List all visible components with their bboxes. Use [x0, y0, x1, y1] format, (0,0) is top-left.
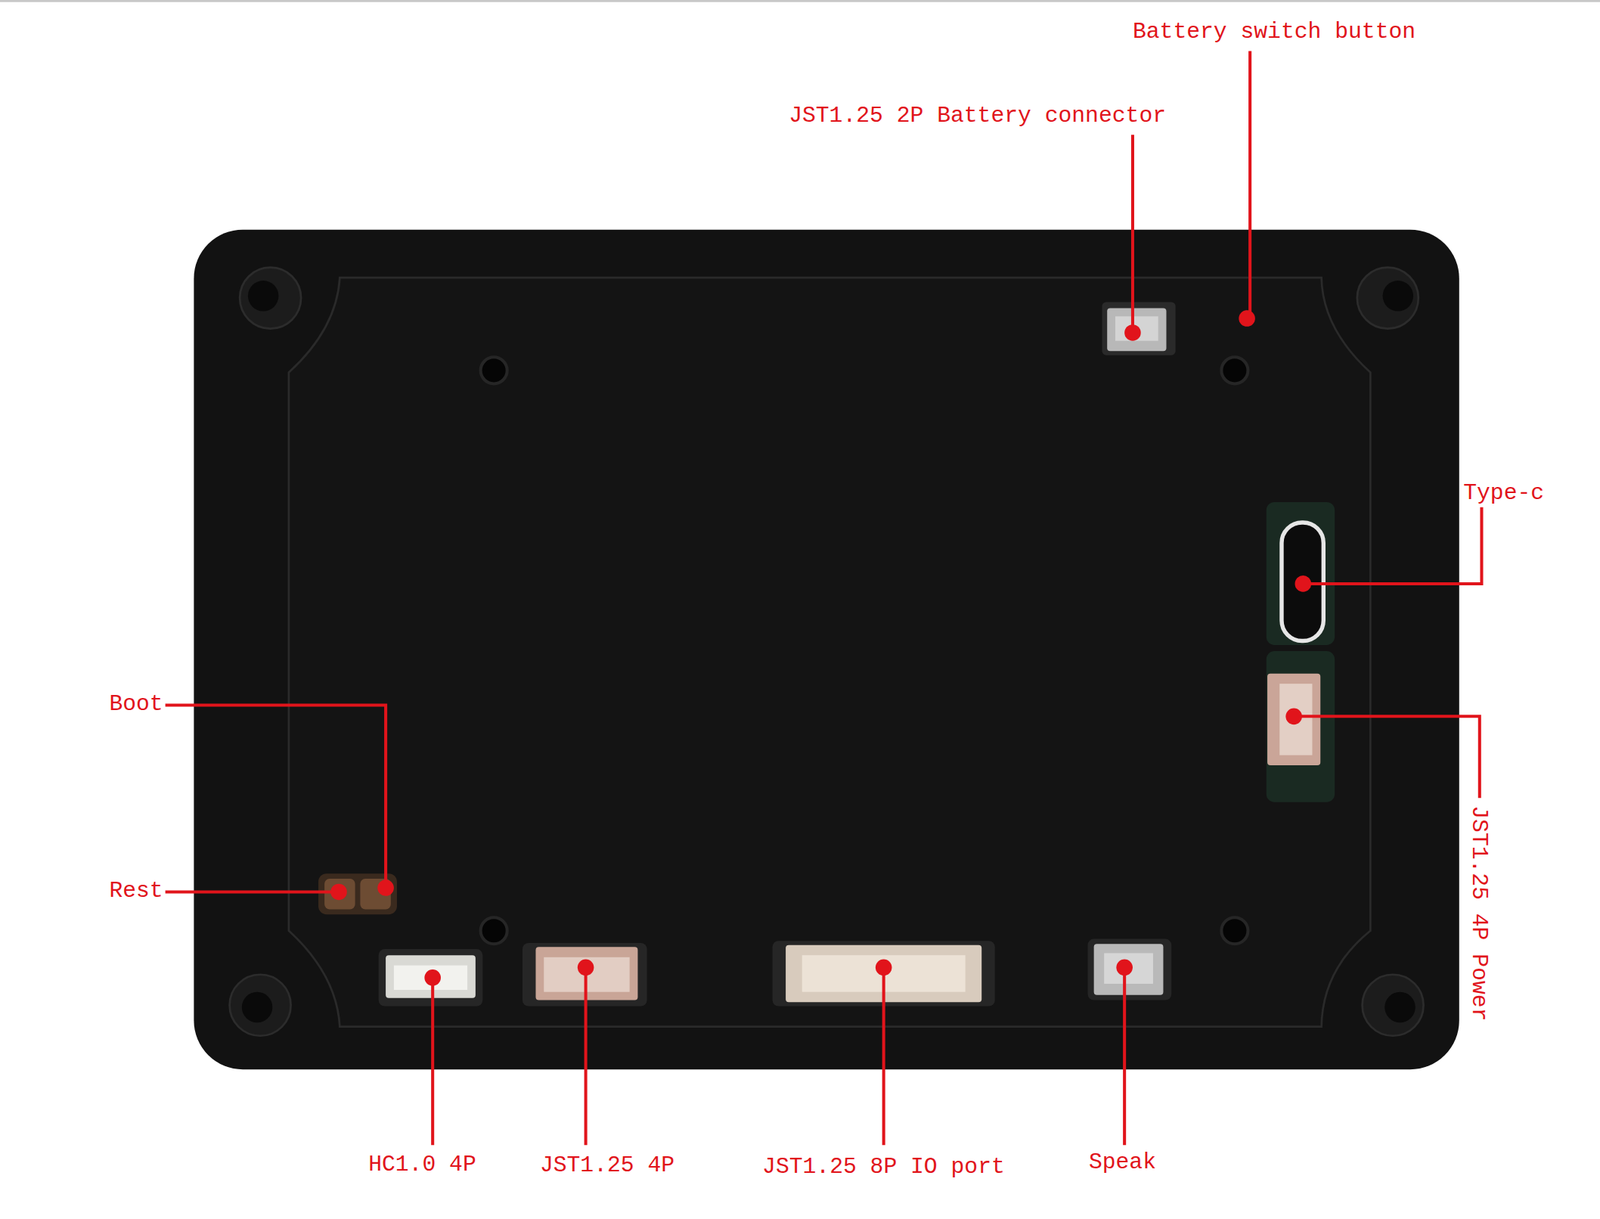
hc-connector — [385, 955, 476, 999]
type-c-port — [1281, 522, 1324, 642]
screw-holes — [480, 356, 1249, 944]
callout-label: Rest — [108, 878, 163, 906]
callout-label: JST1.25 4P Power — [1465, 805, 1492, 1021]
mount-holes — [229, 267, 1424, 1036]
callout-label: Speak — [1088, 1150, 1157, 1177]
connector-recess — [1101, 301, 1176, 355]
leader-lines — [165, 50, 1483, 1145]
callout-label: JST1.25 4P — [539, 1153, 675, 1180]
leader-dots — [330, 310, 1312, 986]
callout-label: Type-c — [1463, 480, 1545, 508]
callout-label: JST1.25 2P Battery connector — [788, 102, 1166, 130]
callout-label: JST1.25 8P IO port — [762, 1153, 1005, 1181]
inner-panel — [288, 277, 1371, 1027]
device-housing — [193, 229, 1459, 1070]
pcb-window — [1266, 651, 1335, 803]
callout-label: Boot — [108, 691, 163, 719]
power-connector — [1267, 673, 1321, 766]
pcb-window — [1266, 502, 1335, 645]
battery-connector — [1106, 308, 1166, 352]
top-rule — [0, 0, 1600, 3]
mount-hole-centers — [241, 280, 1416, 1023]
speaker-connector — [1094, 943, 1164, 995]
callout-label: HC1.0 4P — [368, 1152, 477, 1179]
callout-label: Battery switch button — [1132, 19, 1416, 47]
